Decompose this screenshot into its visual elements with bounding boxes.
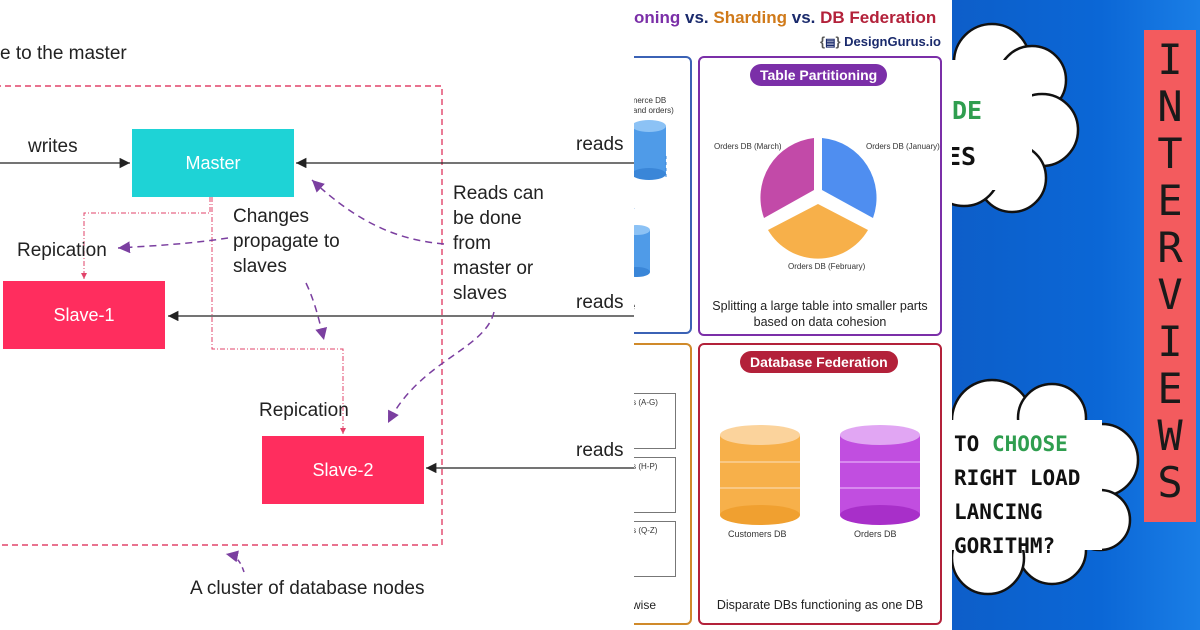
changes-arrow-slave2 <box>305 282 328 341</box>
cluster-border <box>0 85 443 546</box>
interviews-letter: E <box>1157 364 1183 413</box>
replication-line-slave2 <box>211 197 346 434</box>
reads-can-arrow-slave2 <box>387 311 495 424</box>
slave1-label: Slave-1 <box>53 304 115 325</box>
cloud-bottom-fill <box>952 420 1102 550</box>
replication-line-slave1 <box>81 197 211 279</box>
brand: {▤} DesignGurus.io <box>820 34 941 49</box>
title-vs-2: vs. <box>787 8 821 27</box>
pie-slice-january <box>822 138 877 218</box>
slice-label-march: Orders DB (March) <box>714 142 782 151</box>
reads-can-line-3: from <box>453 233 491 254</box>
database-federation-badge: Database Federation <box>740 351 898 373</box>
shard-a-g: ers (A-G) <box>634 393 676 449</box>
database-federation-card: Database Federation Customers DB Orders … <box>698 343 942 625</box>
slave2-node: Slave-2 <box>262 436 424 504</box>
cloud-top-line-2: ES <box>952 142 977 171</box>
reads-can-line-1: Reads can <box>453 183 544 204</box>
replication-diagram-lines <box>0 85 634 573</box>
title-sharding: Sharding <box>713 8 788 27</box>
shard-h-p: ers (H-P) <box>634 457 676 513</box>
ecommerce-db-cylinders <box>634 120 667 277</box>
pie-slice-february <box>768 204 868 259</box>
replication-diagram: e to the master writes reads reads reads… <box>0 43 634 599</box>
brand-logo-icon: { <box>820 34 826 49</box>
sharding-card: ers (A-G) ers (H-P) ers (Q-Z) wise <box>634 343 692 625</box>
orders-db-label: Orders DB <box>854 529 897 539</box>
slice-label-february: Orders DB (February) <box>788 262 866 271</box>
customers-db-cylinder <box>720 435 800 515</box>
changes-line-1: Changes <box>233 206 310 227</box>
partitioning-card: mmerce DB rs and orders) ne s. <box>634 56 692 334</box>
title-federation: DB Federation <box>820 8 937 27</box>
cluster-arrow <box>225 550 245 573</box>
cloud-top-line-1: DE <box>952 96 983 125</box>
interviews-letter: R <box>1157 223 1183 272</box>
interviews-letter: V <box>1157 270 1183 319</box>
clouds <box>952 22 1140 596</box>
master-node: Master <box>132 129 294 197</box>
brand-doc-icon: ▤ <box>825 37 836 49</box>
reads-can-line-4: master or <box>453 258 534 279</box>
changes-line-2: propagate to <box>233 231 340 252</box>
orders-pie-chart <box>760 138 877 259</box>
interviews-letter: E <box>1157 176 1183 225</box>
title-partitioning: oning <box>634 8 681 27</box>
reads-can-line-2: be done <box>453 208 522 229</box>
cloud-bottom-text: TO CHOOSE RIGHT LOAD LANCING GORITHM? <box>954 427 1080 563</box>
interviews-letter: N <box>1157 82 1183 131</box>
cloud-bottom-line-4: GORITHM? <box>954 534 1056 558</box>
cluster-label: A cluster of database nodes <box>190 578 425 599</box>
cloud-bottom-line-3: LANCING <box>954 500 1043 524</box>
cloud-top-fill <box>952 60 1032 190</box>
changes-propagate-text: Changes propagate to slaves <box>233 204 340 279</box>
repication-label-1: Repication <box>17 240 107 261</box>
reads-label-2: reads <box>576 292 624 313</box>
table-partitioning-caption: Splitting a large table into smaller par… <box>712 299 928 329</box>
reads-can-line-5: slaves <box>453 283 507 304</box>
interviews-promo: DE ES TO CHOOSE RIGHT LOAD LANCING GORIT… <box>952 0 1200 630</box>
reads-can-text: Reads can be done from master or slaves <box>453 181 544 306</box>
slave1-node: Slave-1 <box>3 281 165 349</box>
interviews-letter: I <box>1157 35 1183 84</box>
writes-label: writes <box>28 136 78 157</box>
interviews-letter: S <box>1157 458 1183 507</box>
slave2-label: Slave-2 <box>312 459 374 480</box>
orders-db-cylinder <box>840 435 920 515</box>
database-federation-caption: Disparate DBs functioning as one DB <box>716 598 924 612</box>
brand-name: DesignGurus.io <box>844 34 941 49</box>
changes-line-3: slaves <box>233 256 287 277</box>
infographic-title: oning vs. Sharding vs. DB Federation <box>634 8 936 28</box>
slice-label-january: Orders DB (January) <box>866 142 940 151</box>
cloud-bottom-line-1: TO CHOOSE <box>954 432 1068 456</box>
pie-slice-march <box>760 138 814 218</box>
ecommerce-db-label: mmerce DB rs and orders) <box>634 96 674 115</box>
customers-db-label: Customers DB <box>728 529 787 539</box>
partitioning-caption-fragment: ne s. <box>634 298 635 330</box>
sharding-caption-fragment: wise <box>634 598 657 612</box>
changes-arrow-slave1 <box>117 237 229 254</box>
table-partitioning-card: Table Partitioning Orders DB (March) Ord… <box>698 56 942 336</box>
db-scaling-infographic: oning vs. Sharding vs. DB Federation {▤}… <box>634 0 952 630</box>
top-fragment-text: e to the master <box>0 43 127 64</box>
interviews-letter: W <box>1157 411 1183 460</box>
cloud-bottom-line-2: RIGHT LOAD <box>954 466 1081 490</box>
federation-db-cylinders <box>720 425 920 525</box>
reads-label-1: reads <box>576 134 624 155</box>
table-partitioning-badge: Table Partitioning <box>750 64 888 86</box>
interviews-letter: I <box>1157 317 1183 366</box>
title-vs-1: vs. <box>680 8 714 27</box>
repication-label-2: Repication <box>259 400 349 421</box>
shard-q-z: ers (Q-Z) <box>634 521 676 577</box>
master-label: Master <box>185 152 241 173</box>
interviews-letter: T <box>1157 129 1183 178</box>
reads-can-arrow-master <box>311 179 445 245</box>
reads-label-3: reads <box>576 440 624 461</box>
